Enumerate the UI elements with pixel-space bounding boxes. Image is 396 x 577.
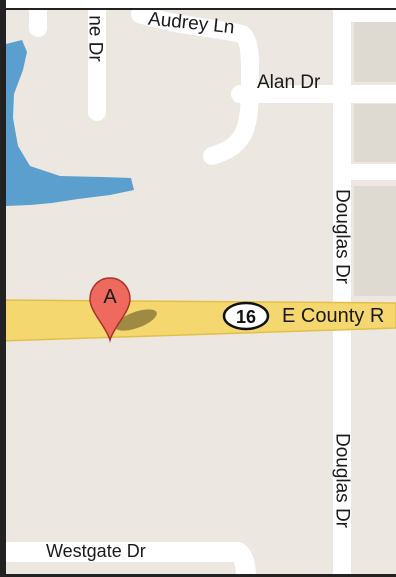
- route-shield-number: 16: [236, 307, 256, 327]
- road-label-westgate-dr: Westgate Dr: [46, 541, 146, 561]
- road-label-douglas-dr-north: Douglas Dr: [331, 188, 353, 285]
- lake: [6, 40, 134, 206]
- road-label-douglas-dr-south: Douglas Dr: [331, 432, 353, 529]
- marker-shadow: [115, 309, 157, 331]
- route-shield-icon: 16: [222, 301, 270, 331]
- road-label-partial-street: ne Dr: [84, 15, 106, 62]
- map-top-border: [0, 0, 396, 9]
- city-block: [354, 104, 396, 162]
- road-label-county-road: E County R: [282, 305, 385, 327]
- location-marker-icon[interactable]: A: [89, 277, 131, 343]
- map-bottom-border: [0, 574, 396, 577]
- marker-letter: A: [103, 286, 117, 308]
- city-block: [354, 22, 396, 82]
- map-left-border: [0, 0, 6, 577]
- road-label-alan-dr: Alan Dr: [257, 72, 321, 93]
- city-block: [354, 186, 396, 296]
